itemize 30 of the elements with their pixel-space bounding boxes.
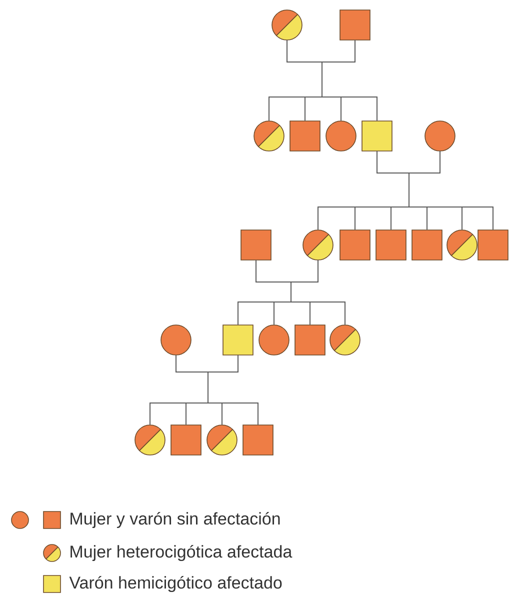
female-symbol bbox=[254, 120, 284, 152]
male-symbol bbox=[340, 10, 370, 40]
pedigree-line bbox=[290, 260, 346, 326]
female-symbol bbox=[446, 230, 478, 260]
legend-text: Mujer y varón sin afectación bbox=[70, 512, 280, 528]
female-symbol bbox=[272, 10, 302, 40]
male-symbol bbox=[412, 230, 442, 260]
male-symbol bbox=[340, 230, 370, 260]
female-symbol bbox=[134, 424, 166, 456]
female-symbol bbox=[326, 120, 356, 152]
female-symbol bbox=[206, 424, 238, 456]
female-symbol bbox=[330, 324, 360, 356]
male-symbol bbox=[376, 230, 406, 260]
female-symbol bbox=[258, 324, 290, 356]
pedigree-line bbox=[208, 354, 258, 426]
male-symbol bbox=[242, 424, 274, 456]
female-symbol bbox=[424, 120, 456, 152]
legend-text: Varón hemicigótico afectado bbox=[69, 576, 282, 592]
male-symbol bbox=[362, 120, 392, 152]
male-symbol bbox=[294, 324, 326, 356]
male-symbol bbox=[170, 424, 202, 456]
pedigree-line bbox=[408, 150, 494, 230]
female-symbol bbox=[302, 230, 334, 260]
male-symbol bbox=[240, 230, 272, 260]
male-symbol bbox=[478, 230, 508, 260]
female-symbol bbox=[160, 324, 192, 356]
legend-text: Mujer heterocigótica afectada bbox=[70, 544, 292, 562]
pedigree-line bbox=[322, 40, 378, 122]
male-symbol bbox=[290, 120, 320, 152]
male-symbol bbox=[222, 324, 254, 356]
